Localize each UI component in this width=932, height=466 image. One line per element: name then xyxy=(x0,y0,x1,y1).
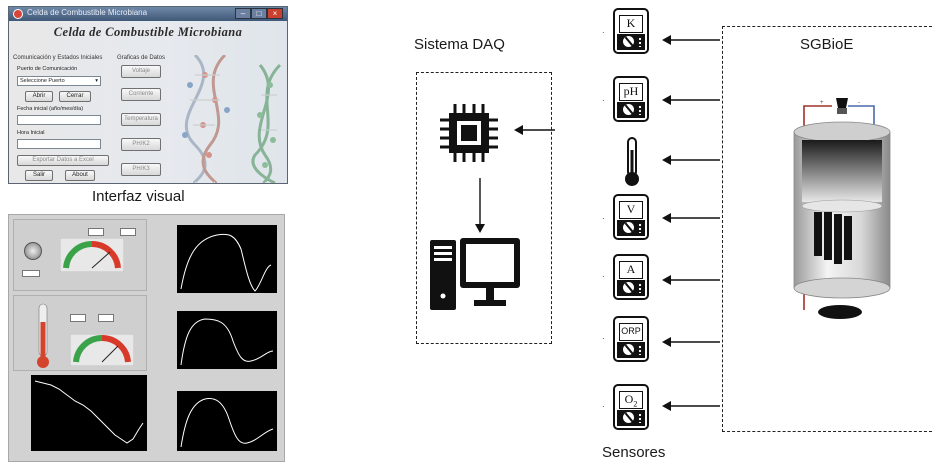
start-time-input[interactable] xyxy=(17,139,101,149)
voltmeter-label: V xyxy=(619,201,643,219)
window-title: Celda de Combustible Microbiana xyxy=(27,8,148,17)
conductivity-label: K xyxy=(619,15,643,33)
sensor-tick-1: · xyxy=(602,28,605,37)
ph-label: pH xyxy=(619,83,643,101)
microcontroller-chip-icon xyxy=(440,104,498,162)
close-icon[interactable]: × xyxy=(267,8,283,19)
close-button[interactable]: Cerrar xyxy=(59,91,91,102)
knob-value-field xyxy=(22,270,40,277)
ammeter-icon: A xyxy=(613,254,649,300)
dashboard-gauge-panel xyxy=(13,219,147,291)
comm-group-label: Comunicación y Estados Iniciales xyxy=(13,55,103,61)
thermometer-widget-icon xyxy=(37,303,49,368)
export-excel-button[interactable]: Exportar Datos a Excel xyxy=(17,155,109,166)
temperature-trace xyxy=(34,380,144,444)
current-plot xyxy=(177,391,277,451)
orp-label: ORP xyxy=(619,323,643,341)
desktop-computer-icon xyxy=(430,238,520,310)
current-gauge-icon xyxy=(70,334,134,366)
window-body: Celda de Combustible Microbiana Comunica… xyxy=(9,21,287,183)
ph-meter-icon: pH xyxy=(613,76,649,122)
voltage-plot xyxy=(177,311,277,369)
about-button[interactable]: About xyxy=(65,170,95,181)
sensor-tick-4: · xyxy=(602,272,605,281)
chevron-down-icon: ▾ xyxy=(95,78,98,84)
sgbioe-caption: SGBioE xyxy=(800,36,854,53)
start-time-label: Hora Inicial xyxy=(17,130,45,136)
orp-meter-icon: ORP xyxy=(613,316,649,362)
temp-field-2 xyxy=(98,314,114,322)
dashboard-temperature-panel xyxy=(13,295,147,371)
chart-voltage-button[interactable]: Voltaje xyxy=(121,65,161,78)
monitoring-dashboard xyxy=(8,214,285,462)
start-date-label: Fecha inicial (año/mes/día) xyxy=(17,106,84,112)
sgbioe-to-sensors-arrows xyxy=(662,35,720,411)
bioelectrochemical-cell-icon: + - xyxy=(793,98,891,319)
chart-current-button[interactable]: Corriente xyxy=(121,88,161,101)
oxygen-meter-icon: O2 O2 xyxy=(613,384,649,430)
temperature-plot xyxy=(31,375,147,451)
daq-system-caption: Sistema DAQ xyxy=(414,36,505,53)
ammeter-label: A xyxy=(619,261,643,279)
svg-text:+: + xyxy=(820,100,824,106)
power-trace xyxy=(180,233,272,292)
dna-background-image xyxy=(182,55,282,183)
interval-field xyxy=(120,228,136,236)
exit-button[interactable]: Salir xyxy=(25,170,53,181)
temp-field-1 xyxy=(70,314,86,322)
voltage-field xyxy=(88,228,104,236)
window-titlebar: Celda de Combustible Microbiana – □ × xyxy=(9,7,287,21)
voltmeter-icon: V xyxy=(613,194,649,240)
app-heading: Celda de Combustible Microbiana xyxy=(53,25,243,39)
port-label: Puerto de Comunicación xyxy=(17,66,78,72)
control-knob-icon xyxy=(24,242,42,260)
chart-temperature-button[interactable]: Temperatura xyxy=(121,113,161,126)
app-window: Celda de Combustible Microbiana – □ × Ce… xyxy=(8,6,288,184)
thermometer-icon xyxy=(625,137,639,186)
sensors-caption: Sensores xyxy=(602,444,666,461)
maximize-icon[interactable]: □ xyxy=(251,8,267,19)
chart-ph-k2-button[interactable]: PH/K2 xyxy=(121,138,161,151)
daq-system-box xyxy=(416,72,552,344)
power-plot xyxy=(177,225,277,293)
sensor-tick-6: · xyxy=(602,402,605,411)
open-button[interactable]: Abrir xyxy=(25,91,53,102)
charts-group-label: Graficas de Datos xyxy=(117,55,166,61)
port-select[interactable]: Seleccione Puerto ▾ xyxy=(17,76,101,86)
start-date-input[interactable] xyxy=(17,115,101,125)
minimize-icon[interactable]: – xyxy=(235,8,251,19)
chart-ph-k3-button[interactable]: PH/K3 xyxy=(121,163,161,176)
port-select-value: Seleccione Puerto xyxy=(20,78,65,84)
sensor-tick-2: · xyxy=(602,96,605,105)
visual-interface-caption: Interfaz visual xyxy=(92,188,185,205)
sensor-tick-3: · xyxy=(602,214,605,223)
oxygen-label: O2 xyxy=(619,391,643,409)
voltage-trace xyxy=(180,318,274,366)
conductivity-meter-icon: K xyxy=(613,8,649,54)
svg-text:-: - xyxy=(858,100,860,106)
sensors-to-daq-arrow xyxy=(514,125,555,135)
voltage-gauge-icon xyxy=(60,238,124,272)
app-icon xyxy=(13,9,23,19)
current-trace xyxy=(180,398,274,448)
sgbioe-box xyxy=(722,26,932,432)
chip-to-computer-arrow xyxy=(475,178,485,233)
sensor-tick-5: · xyxy=(602,334,605,343)
